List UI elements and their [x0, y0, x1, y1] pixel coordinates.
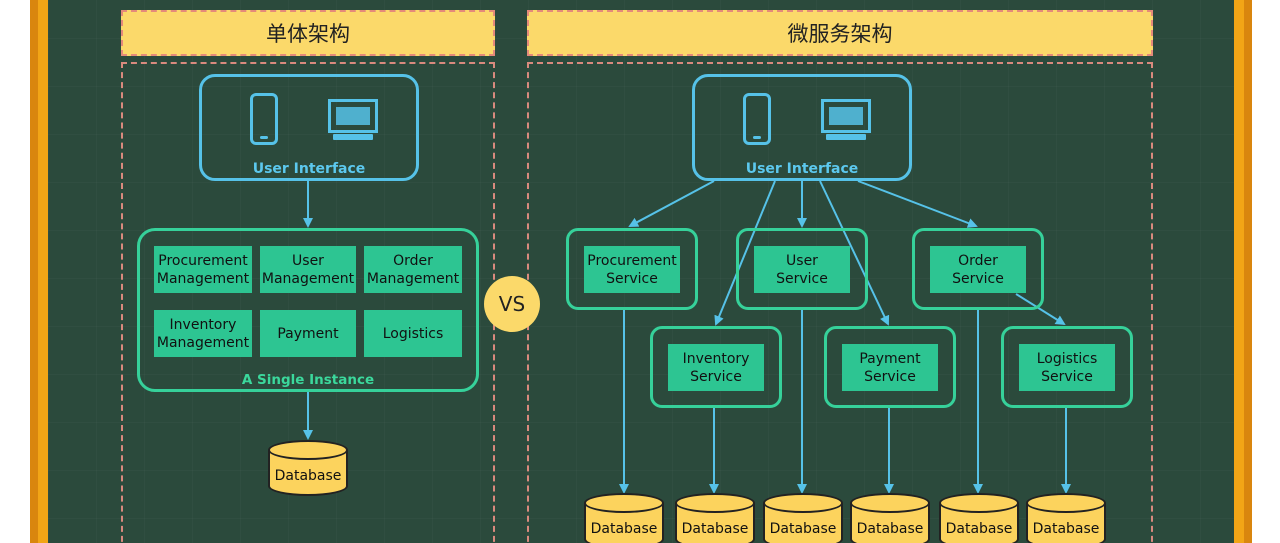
- database-procurement-label: Database: [590, 521, 658, 537]
- service-logistics-line1: Logistics: [1036, 350, 1098, 367]
- service-procurement-line1: Procurement: [587, 252, 677, 269]
- vs-badge: VS: [484, 276, 540, 332]
- microservices-ui-box: User Interface: [692, 74, 912, 181]
- database-top: [584, 493, 664, 513]
- database-top: [850, 493, 930, 513]
- module-user-line1: User: [292, 252, 324, 269]
- database-user-label: Database: [769, 521, 837, 537]
- database-top: [1026, 493, 1106, 513]
- service-user-line2: Service: [776, 270, 828, 287]
- database-user: Database: [763, 493, 843, 543]
- module-logistics-label: Logistics: [382, 325, 444, 342]
- module-procurement-line2: Management: [156, 270, 250, 287]
- module-payment-label: Payment: [277, 325, 339, 342]
- module-payment: Payment: [260, 310, 356, 357]
- database-logistics: Database: [1026, 493, 1106, 543]
- module-order-line1: Order: [393, 252, 433, 269]
- monitor-stand-icon: [333, 134, 373, 140]
- service-order-line2: Service: [952, 270, 1004, 287]
- database-top: [268, 440, 348, 460]
- module-logistics: Logistics: [364, 310, 462, 357]
- database-inventory: Database: [675, 493, 755, 543]
- database-order: Database: [939, 493, 1019, 543]
- monolith-database: Database: [268, 440, 348, 500]
- service-payment-line2: Service: [864, 368, 916, 385]
- microservices-header-text: 微服务架构: [787, 22, 893, 46]
- arrow-ui-to-payment: [819, 180, 890, 326]
- database-top: [939, 493, 1019, 513]
- database-order-label: Database: [945, 521, 1013, 537]
- service-inventory-line2: Service: [690, 368, 742, 385]
- monitor-stand-icon: [826, 134, 866, 140]
- database-logistics-label: Database: [1032, 521, 1100, 537]
- monolith-database-label: Database: [274, 468, 342, 484]
- module-inventory-line1: Inventory: [169, 316, 237, 333]
- database-payment-label: Database: [856, 521, 924, 537]
- monolith-header-text: 单体架构: [266, 22, 350, 46]
- service-procurement-line2: Service: [606, 270, 658, 287]
- service-logistics-line2: Service: [1041, 368, 1093, 385]
- microservices-header: 微服务架构: [527, 10, 1153, 56]
- monitor-icon: [328, 99, 378, 133]
- microservices-ui-label: User Interface: [745, 161, 859, 177]
- arrow-order-to-logistics: [1015, 293, 1066, 326]
- module-procurement-line1: Procurement: [158, 252, 248, 269]
- database-payment: Database: [850, 493, 930, 543]
- monolith-ui-label: User Interface: [252, 161, 366, 177]
- service-user-line1: User: [786, 252, 818, 269]
- database-top: [763, 493, 843, 513]
- monolith-header: 单体架构: [121, 10, 495, 56]
- monitor-icon: [821, 99, 871, 133]
- monolith-ui-box: User Interface: [199, 74, 419, 181]
- phone-icon: [250, 93, 278, 145]
- single-instance-label: A Single Instance: [241, 372, 375, 388]
- phone-icon: [743, 93, 771, 145]
- service-inventory-line1: Inventory: [682, 350, 750, 367]
- arrow-ui-to-order: [857, 180, 978, 228]
- module-inventory-line2: Management: [156, 334, 250, 351]
- arrow-ui-to-inventory: [714, 180, 776, 326]
- vs-label: VS: [498, 292, 526, 316]
- database-top: [675, 493, 755, 513]
- service-payment-line1: Payment: [859, 350, 921, 367]
- database-procurement: Database: [584, 493, 664, 543]
- service-order-line1: Order: [958, 252, 998, 269]
- single-instance-box: A Single Instance: [137, 228, 479, 392]
- module-order-line2: Management: [366, 270, 460, 287]
- arrow-ui-to-procurement: [628, 180, 715, 227]
- module-user-line2: Management: [261, 270, 355, 287]
- database-inventory-label: Database: [681, 521, 749, 537]
